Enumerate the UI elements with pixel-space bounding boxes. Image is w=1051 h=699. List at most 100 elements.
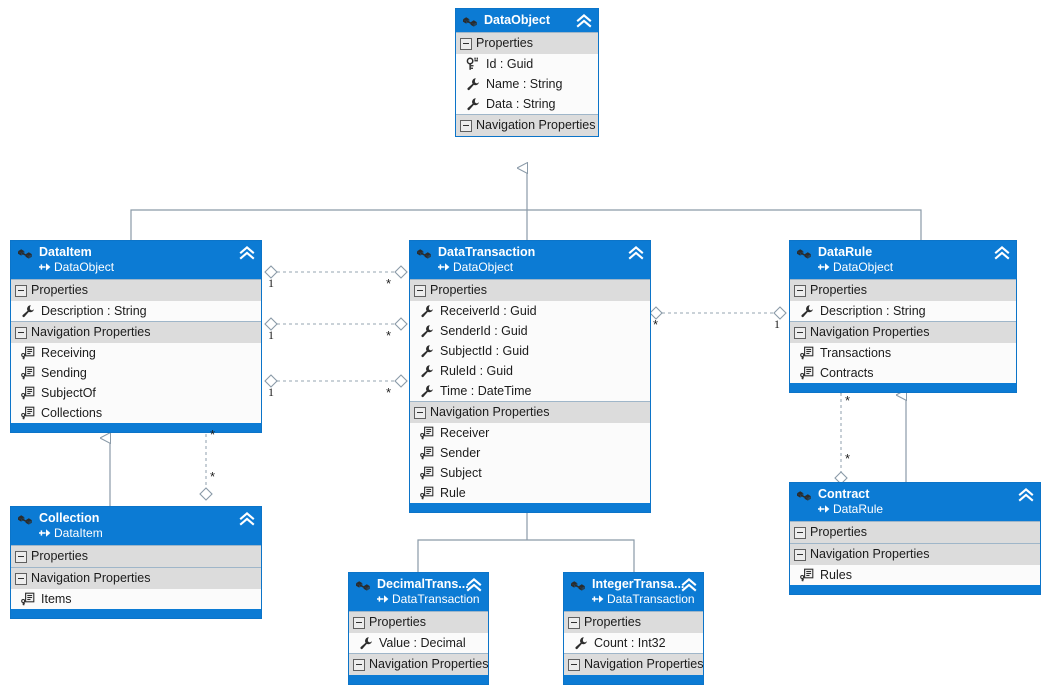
class-box-datatransaction[interactable]: DataTransaction DataObject Properties Re… [409,240,651,513]
property-row[interactable]: Count : Int32 [564,633,703,653]
minus-box-icon[interactable] [794,549,806,561]
minus-box-icon[interactable] [568,659,580,671]
minus-box-icon[interactable] [15,285,27,297]
navigation-row[interactable]: Subject [410,463,650,483]
navigation-label: Items [41,592,72,606]
compartment-navigation-header[interactable]: Navigation Properties [456,114,598,136]
inheritance-dataobject-bar [130,209,922,240]
class-header[interactable]: Contract DataRule [790,483,1040,521]
minus-box-icon[interactable] [414,407,426,419]
class-box-contract[interactable]: Contract DataRule Properties Navigation … [789,482,1041,595]
class-header[interactable]: DecimalTrans... DataTransaction [349,573,488,611]
navigation-row[interactable]: Rules [790,565,1040,585]
property-row[interactable]: SubjectId : Guid [410,341,650,361]
navigation-row[interactable]: Sender [410,443,650,463]
minus-box-icon[interactable] [353,659,365,671]
class-box-collection[interactable]: Collection DataItem Properties Navigatio… [10,506,262,619]
double-chevron-up-icon[interactable] [575,13,593,29]
class-header[interactable]: IntegerTransa... DataTransaction [564,573,703,611]
compartment-properties-header[interactable]: Properties [456,32,598,54]
class-footer [790,383,1016,392]
compartment-properties-header[interactable]: Properties [410,279,650,301]
compartment-label: Properties [810,283,867,297]
compartment-navigation-header[interactable]: Navigation Properties [790,321,1016,343]
compartment-properties-header[interactable]: Properties [349,611,488,633]
compartment-navigation-header[interactable]: Navigation Properties [790,543,1040,565]
compartment-navigation-header[interactable]: Navigation Properties [11,321,261,343]
double-chevron-up-icon[interactable] [627,245,645,261]
minus-box-icon[interactable] [15,573,27,585]
compartment-navigation-header[interactable]: Navigation Properties [410,401,650,423]
minus-box-icon[interactable] [460,38,472,50]
double-chevron-up-icon[interactable] [238,245,256,261]
wrench-icon [21,304,36,318]
class-icon [462,14,479,29]
compartment-properties-header[interactable]: Properties [790,521,1040,543]
minus-box-icon[interactable] [414,285,426,297]
wrench-icon [420,344,435,358]
class-box-dataobject[interactable]: DataObject Properties Id : Guid Name : S… [455,8,599,137]
double-chevron-up-icon[interactable] [993,245,1011,261]
property-row[interactable]: Description : String [11,301,261,321]
property-label: SubjectId : Guid [440,344,529,358]
properties-rows: Value : Decimal [349,633,488,653]
double-chevron-up-icon[interactable] [465,577,483,593]
minus-box-icon[interactable] [794,285,806,297]
compartment-navigation-header[interactable]: Navigation Properties [349,653,489,675]
class-header[interactable]: DataObject [456,9,598,32]
class-box-integertransaction[interactable]: IntegerTransa... DataTransaction Propert… [563,572,704,685]
property-row[interactable]: Description : String [790,301,1016,321]
compartment-properties-header[interactable]: Properties [11,545,261,567]
minus-box-icon[interactable] [794,327,806,339]
navigation-property-icon [800,568,815,582]
compartment-properties-header[interactable]: Properties [11,279,261,301]
class-box-dataitem[interactable]: DataItem DataObject Properties Descripti… [10,240,262,433]
property-row[interactable]: SenderId : Guid [410,321,650,341]
multiplicity-label: * [210,427,216,442]
minus-box-icon[interactable] [460,120,472,132]
navigation-row[interactable]: SubjectOf [11,383,261,403]
navigation-row[interactable]: Sending [11,363,261,383]
minus-box-icon[interactable] [794,527,806,539]
class-box-datarule[interactable]: DataRule DataObject Properties Descripti… [789,240,1017,393]
property-row[interactable]: Time : DateTime [410,381,650,401]
property-row[interactable]: ReceiverId : Guid [410,301,650,321]
compartment-properties-header[interactable]: Properties [790,279,1016,301]
compartment-navigation-header[interactable]: Navigation Properties [11,567,261,589]
compartment-label: Properties [584,615,641,629]
inheritance-arrow-icon [817,261,830,273]
double-chevron-up-icon[interactable] [680,577,698,593]
inheritance-arrow-icon [591,593,604,605]
property-row[interactable]: Value : Decimal [349,633,488,653]
property-row[interactable]: Data : String [456,94,598,114]
multiplicity-label: 1 [268,328,274,342]
class-header[interactable]: DataTransaction DataObject [410,241,650,279]
properties-rows: Description : String [11,301,261,321]
double-chevron-up-icon[interactable] [1017,487,1035,503]
minus-box-icon[interactable] [353,617,365,629]
navigation-property-icon [21,346,36,360]
class-footer [349,675,488,684]
class-box-decimaltransaction[interactable]: DecimalTrans... DataTransaction Properti… [348,572,489,685]
navigation-row[interactable]: Rule [410,483,650,503]
navigation-row[interactable]: Receiver [410,423,650,443]
navigation-row[interactable]: Items [11,589,261,609]
navigation-row[interactable]: Collections [11,403,261,423]
class-header[interactable]: DataRule DataObject [790,241,1016,279]
property-row[interactable]: RuleId : Guid [410,361,650,381]
minus-box-icon[interactable] [15,551,27,563]
compartment-properties-header[interactable]: Properties [564,611,703,633]
navigation-row[interactable]: Transactions [790,343,1016,363]
property-row[interactable]: Name : String [456,74,598,94]
minus-box-icon[interactable] [15,327,27,339]
property-row[interactable]: Id : Guid [456,54,598,74]
minus-box-icon[interactable] [568,617,580,629]
class-header[interactable]: Collection DataItem [11,507,261,545]
double-chevron-up-icon[interactable] [238,511,256,527]
navigation-row[interactable]: Receiving [11,343,261,363]
class-header[interactable]: DataItem DataObject [11,241,261,279]
compartment-label: Navigation Properties [810,547,930,561]
compartment-navigation-header[interactable]: Navigation Properties [564,653,704,675]
navigation-row[interactable]: Contracts [790,363,1016,383]
